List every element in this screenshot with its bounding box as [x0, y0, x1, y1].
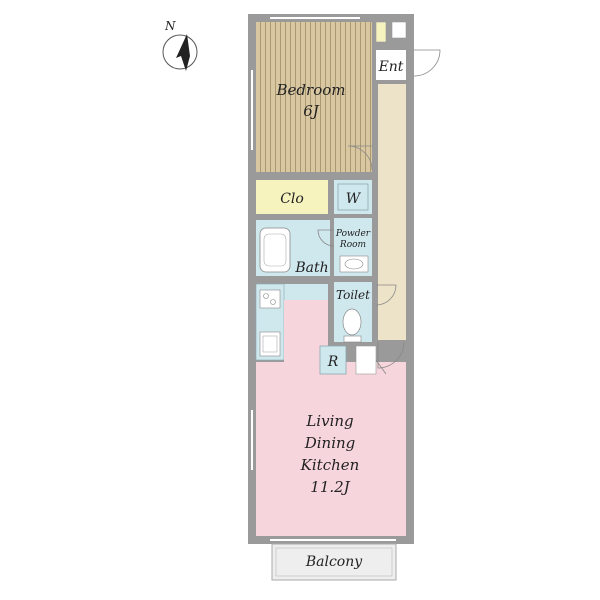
- burner-icon: [263, 293, 269, 299]
- doors: [317, 49, 441, 375]
- powder-door-icon: [317, 229, 335, 247]
- bath-label: Bath: [294, 260, 328, 276]
- washer-label: W: [346, 191, 362, 207]
- bedroom-label: Bedroom: [276, 81, 346, 99]
- toilet-door-icon: [375, 284, 397, 306]
- powder-room-label-2: Room: [339, 240, 366, 250]
- closet-floor: [256, 180, 328, 214]
- storage-door-icon: [375, 359, 387, 375]
- ldk-size: 11.2J: [310, 478, 350, 496]
- washer-box: [337, 183, 369, 211]
- shoe-cabinet: [375, 21, 387, 43]
- balcony-label: Balcony: [305, 554, 363, 570]
- washbasin-icon: [344, 258, 364, 270]
- sink-basin: [262, 335, 278, 353]
- storage-box: [355, 345, 377, 375]
- bedroom-floor: [256, 22, 372, 172]
- entrance-door-icon: [413, 49, 441, 77]
- entrance-box: [391, 21, 407, 39]
- burner-icon: [270, 299, 276, 305]
- ldk-label-2: Dining: [304, 434, 356, 452]
- north-arrow-icon: [176, 34, 190, 71]
- powder-room-label-1: Powder: [335, 229, 371, 239]
- toilet-icon: [342, 308, 362, 336]
- entrance-floor: [376, 50, 406, 80]
- ldk-door-icon: [377, 341, 405, 369]
- closet-label: Clo: [280, 191, 304, 207]
- toilet-label: Toilet: [336, 288, 370, 302]
- compass-label: N: [164, 19, 176, 33]
- bathtub-inner: [263, 233, 287, 267]
- bedroom-size: 6J: [303, 102, 320, 120]
- ldk-label-3: Kitchen: [300, 456, 360, 474]
- compass: N: [162, 19, 198, 71]
- stove-icon: [259, 289, 281, 309]
- bedroom-door-icon: [347, 145, 373, 171]
- ldk-label-1: Living: [305, 412, 353, 430]
- balcony-railing: [275, 547, 393, 577]
- windows: [251, 17, 396, 541]
- refrigerator-box: [319, 345, 347, 375]
- refrigerator-label: R: [327, 354, 339, 370]
- ldk-floor: [256, 362, 406, 536]
- hallway-floor: [378, 84, 406, 340]
- entrance-label: Ent: [378, 59, 404, 75]
- toilet-tank: [343, 335, 362, 343]
